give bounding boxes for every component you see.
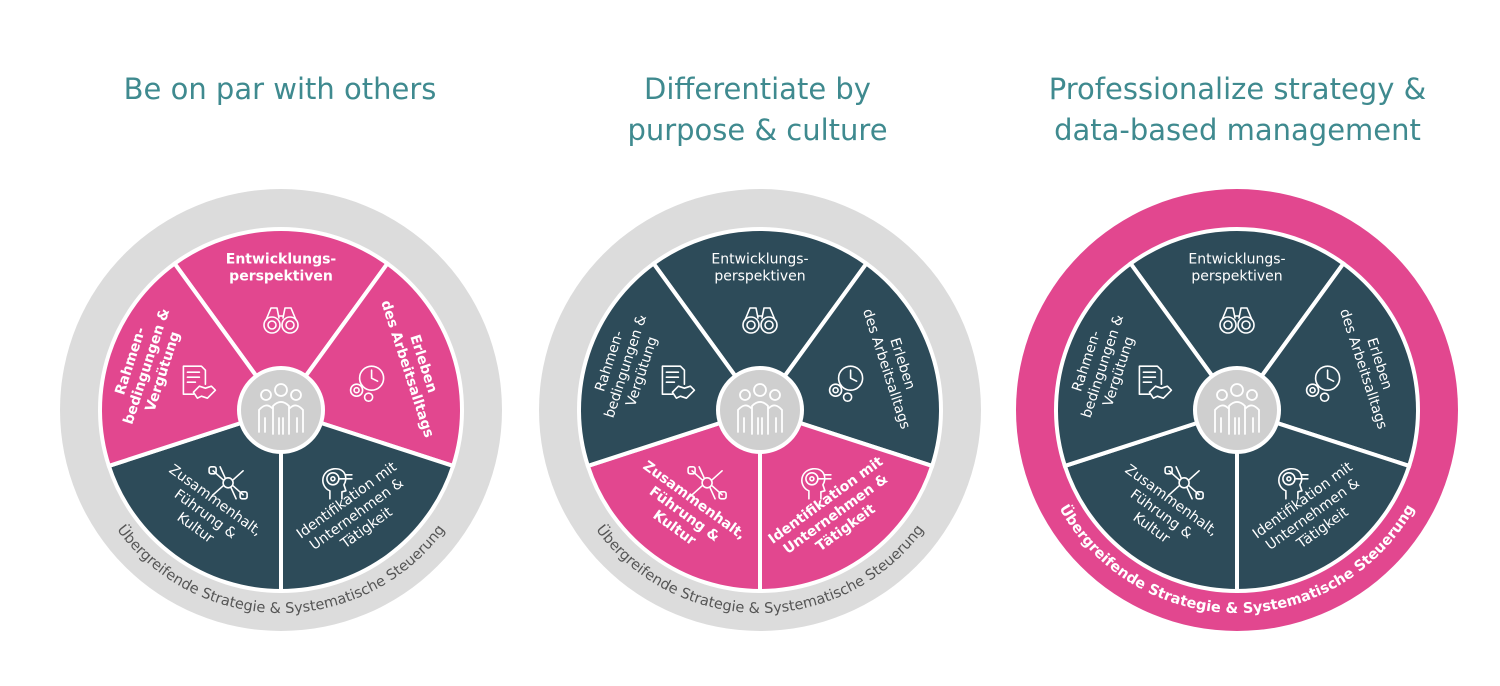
wheel-2-hub	[716, 366, 804, 454]
wheel-3-label-dev: Entwicklungs-perspektiven	[1188, 252, 1285, 285]
wheel-1-segment-work	[277, 260, 464, 469]
wheel-1-title-line-1: Be on par with others	[123, 72, 437, 106]
target-head-icon	[1278, 468, 1309, 500]
wheel-3-segment-dev	[1127, 227, 1347, 414]
wheel-1-segment-dev	[171, 227, 391, 414]
target-head-icon	[801, 468, 832, 500]
wheel-2-label-dev: Entwicklungs-perspektiven	[711, 252, 808, 285]
wheel-3-hub	[1193, 366, 1281, 454]
people-group-icon	[737, 383, 783, 435]
binoculars-icon	[1219, 307, 1255, 334]
wheel-3-segment-team	[1062, 407, 1239, 594]
clock-gear-icon	[1305, 365, 1341, 402]
hands-together-icon	[208, 466, 248, 500]
binoculars-icon	[263, 307, 299, 334]
contract-handshake-icon	[1138, 365, 1173, 399]
binoculars-icon	[742, 307, 778, 334]
wheel-1-hub	[237, 366, 325, 454]
wheel-3-title-line-1: Professionalize strategy &	[1048, 72, 1427, 106]
wheel-3-title: Professionalize strategy & data-based ma…	[1020, 69, 1455, 151]
wheel-2-segment-work	[756, 260, 943, 469]
wheel-1-title: Be on par with others	[90, 69, 470, 110]
target-head-icon	[322, 468, 353, 500]
wheel-3-segment-pay	[1054, 260, 1241, 469]
clock-gear-icon	[349, 365, 385, 402]
contract-handshake-icon	[182, 365, 217, 399]
wheel-1-segment-id	[279, 407, 456, 594]
contract-handshake-icon	[661, 365, 696, 399]
people-group-icon	[258, 383, 304, 435]
wheel-2-segment-dev	[650, 227, 870, 414]
wheel-2-title-line-1: Differentiate by	[644, 72, 871, 106]
wheel-3-segment-work	[1233, 260, 1420, 469]
people-group-icon	[1214, 383, 1260, 435]
wheel-2-title: Differentiate by purpose & culture	[565, 69, 950, 151]
hands-together-icon	[687, 466, 727, 500]
wheel-2-segment-team	[585, 407, 762, 594]
wheel-2-segment-id	[758, 407, 935, 594]
wheel-2-segment-pay	[577, 260, 764, 469]
wheel-1-segment-pay	[98, 260, 285, 469]
hands-together-icon	[1164, 466, 1204, 500]
wheel-1-segment-team	[106, 407, 283, 594]
wheel-1-label-dev: Entwicklungs-perspektiven	[226, 252, 337, 285]
wheel-3-segment-id	[1235, 407, 1412, 594]
wheel-2-title-line-2: purpose & culture	[627, 113, 888, 147]
wheel-3-title-line-2: data-based management	[1054, 113, 1421, 147]
clock-gear-icon	[828, 365, 864, 402]
